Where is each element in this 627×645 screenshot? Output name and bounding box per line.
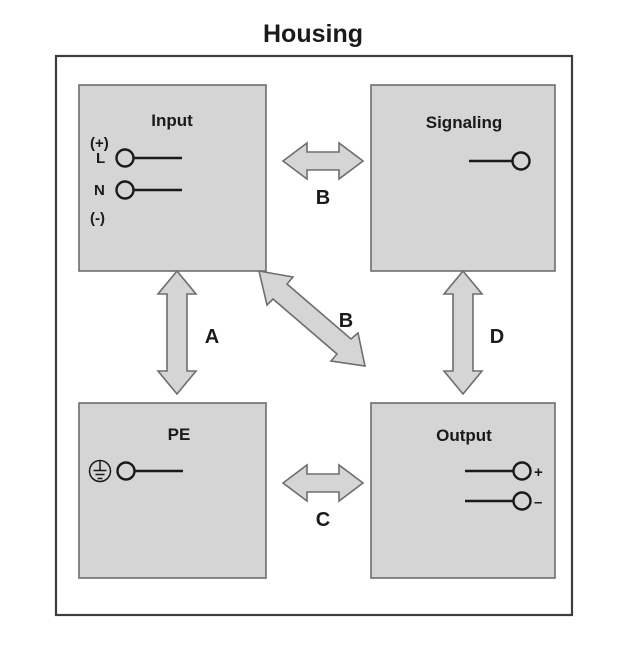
arrow-b-horizontal-label: B: [316, 187, 330, 209]
arrow-a[interactable]: A: [156, 269, 219, 396]
signaling-block-label: Signaling: [426, 113, 503, 132]
output-block-label: Output: [436, 426, 492, 445]
arrow-b-horizontal[interactable]: B: [281, 141, 365, 209]
input-terminal-label-l: L: [96, 150, 105, 167]
output-terminal-positive[interactable]: +: [465, 461, 543, 482]
arrow-c-label: C: [316, 509, 330, 531]
input-terminal-n[interactable]: [115, 180, 183, 200]
output-terminal-label-negative: –: [534, 494, 542, 511]
pe-block-label: PE: [168, 425, 191, 444]
input-block-label: Input: [151, 111, 193, 130]
input-terminal-label-n: N: [94, 182, 105, 199]
block-output[interactable]: Output + –: [370, 402, 556, 579]
arrow-c-shape: [281, 463, 365, 503]
input-polarity-positive: (+): [90, 135, 109, 152]
input-terminal-l[interactable]: [115, 148, 183, 168]
arrow-b-diagonal-shape: [257, 270, 367, 367]
input-polarity-negative: (-): [90, 210, 105, 227]
pe-terminal-circle[interactable]: [116, 461, 136, 481]
signaling-terminal[interactable]: [469, 151, 531, 171]
page-title: Housing: [263, 20, 363, 48]
signaling-terminal-circle[interactable]: [511, 151, 531, 171]
arrow-d[interactable]: D: [442, 269, 504, 396]
arrow-a-label: A: [205, 326, 219, 348]
input-terminal-circle-l[interactable]: [115, 148, 135, 168]
input-block-rect: [78, 84, 267, 272]
output-terminal-circle-negative[interactable]: [512, 491, 532, 511]
arrow-d-shape: [442, 269, 484, 396]
housing-frame: [54, 54, 574, 617]
block-signaling[interactable]: Signaling: [370, 84, 556, 272]
pe-terminal[interactable]: [116, 461, 184, 481]
input-terminal-circle-n[interactable]: [115, 180, 135, 200]
output-terminal-circle-positive[interactable]: [512, 461, 532, 481]
block-input[interactable]: Input (+) L N (-): [78, 84, 267, 272]
arrow-b-horizontal-shape: [281, 141, 365, 181]
pe-block-rect: [78, 402, 267, 579]
output-block-rect: [370, 402, 556, 579]
block-pe[interactable]: PE: [78, 402, 267, 579]
protective-earth-icon: [88, 459, 112, 483]
output-terminal-negative[interactable]: –: [465, 491, 542, 512]
arrow-b-diagonal[interactable]: B: [257, 270, 367, 367]
signaling-block-rect: [370, 84, 556, 272]
arrow-a-shape: [156, 269, 198, 396]
arrow-c[interactable]: C: [281, 463, 365, 531]
arrow-b-diagonal-label: B: [339, 310, 353, 332]
arrow-d-label: D: [490, 326, 504, 348]
output-terminal-label-positive: +: [534, 464, 543, 481]
